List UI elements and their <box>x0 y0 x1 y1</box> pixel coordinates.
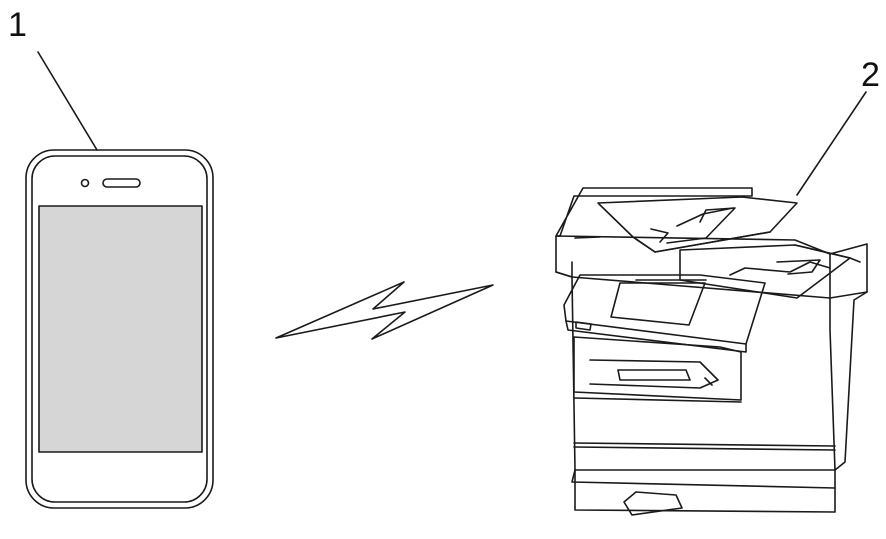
wireless-signal-icon <box>276 282 493 339</box>
callout-leader-2 <box>797 92 866 195</box>
callout-2: 2 <box>861 58 880 92</box>
callout-1: 1 <box>8 8 27 42</box>
smartphone-icon <box>26 150 213 508</box>
callout-leader-1 <box>38 52 97 150</box>
multifunction-printer-icon <box>556 188 867 515</box>
